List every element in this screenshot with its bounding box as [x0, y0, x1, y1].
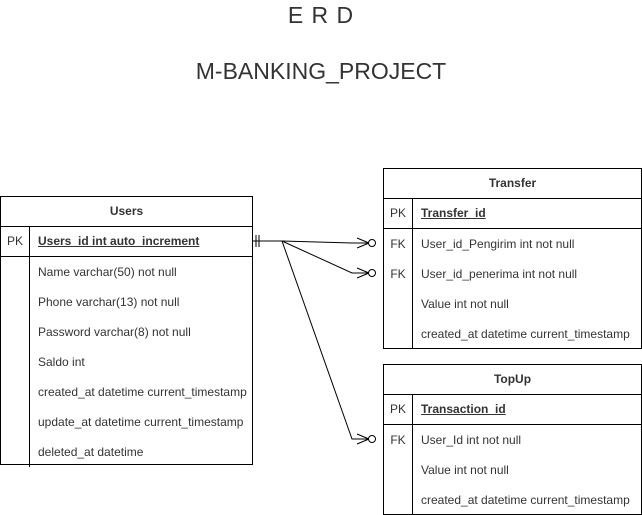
edge-users-topup	[281, 240, 376, 445]
diagram-title: E R D	[287, 2, 355, 28]
users-field: Password varchar(8) not null	[38, 325, 191, 339]
users-field-row: Password varchar(8) not null	[1, 317, 252, 347]
topup-field-row: FK User_Id int not null	[384, 425, 641, 455]
entity-topup-title: TopUp	[384, 365, 641, 395]
transfer-field: User_id_Pengirim int not null	[421, 237, 575, 251]
users-field-row: Saldo int	[1, 347, 252, 377]
transfer-field: User_id_penerima int not null	[421, 267, 578, 281]
transfer-field-row: created_at datetime current_timestamp	[384, 319, 641, 349]
users-pk-row: PK Users_id int auto_increment	[1, 227, 252, 257]
entity-users[interactable]: Users PK Users_id int auto_increment Nam…	[0, 196, 253, 467]
entity-transfer-title: Transfer	[384, 169, 641, 199]
users-field: created_at datetime current_timestamp	[38, 385, 247, 399]
users-field-row: deleted_at datetime	[1, 437, 252, 467]
topup-field-row: created_at datetime current_timestamp	[384, 485, 641, 515]
diagram-subtitle: M-BANKING_PROJECT	[195, 58, 447, 84]
entity-users-title: Users	[1, 197, 252, 227]
users-pk-field: Users_id int auto_increment	[38, 234, 200, 248]
topup-pk-row: PK Transaction_id	[384, 395, 641, 425]
topup-pk-field: Transaction_id	[421, 402, 506, 416]
users-field: deleted_at datetime	[38, 445, 144, 459]
users-field-row: Name varchar(50) not null	[1, 257, 252, 287]
entity-transfer[interactable]: Transfer PK Transfer_id FK User_id_Pengir…	[383, 168, 642, 349]
pk-label: PK	[384, 395, 413, 424]
users-field-row: update_at datetime current_timestamp	[1, 407, 252, 437]
edge-users-transfer-pengirim	[281, 237, 376, 249]
users-field-row: created_at datetime current_timestamp	[1, 377, 252, 407]
transfer-pk-row: PK Transfer_id	[384, 199, 641, 229]
topup-field: Value int not null	[421, 463, 509, 477]
users-field: Name varchar(50) not null	[38, 265, 177, 279]
fk-label: FK	[384, 259, 413, 289]
transfer-field-row: FK User_id_Pengirim int not null	[384, 229, 641, 259]
transfer-field-row: Value int not null	[384, 289, 641, 319]
users-field: Saldo int	[38, 355, 85, 369]
fk-label: FK	[384, 229, 413, 259]
users-field: update_at datetime current_timestamp	[38, 415, 244, 429]
pk-label: PK	[384, 199, 413, 228]
entity-topup[interactable]: TopUp PK Transaction_id FK User_Id int no…	[383, 364, 642, 515]
users-field: Phone varchar(13) not null	[38, 295, 180, 309]
topup-field: User_Id int not null	[421, 433, 522, 447]
transfer-field-row: FK User_id_penerima int not null	[384, 259, 641, 289]
edge-users-transfer-penerima	[281, 240, 376, 279]
fk-label: FK	[384, 425, 413, 455]
users-field-row: Phone varchar(13) not null	[1, 287, 252, 317]
one-mandatory-marker	[253, 235, 282, 247]
transfer-pk-field: Transfer_id	[421, 206, 486, 220]
pk-label: PK	[1, 227, 30, 256]
transfer-field: Value int not null	[421, 297, 509, 311]
topup-field-row: Value int not null	[384, 455, 641, 485]
topup-field: created_at datetime current_timestamp	[421, 493, 630, 507]
transfer-field: created_at datetime current_timestamp	[421, 327, 630, 341]
